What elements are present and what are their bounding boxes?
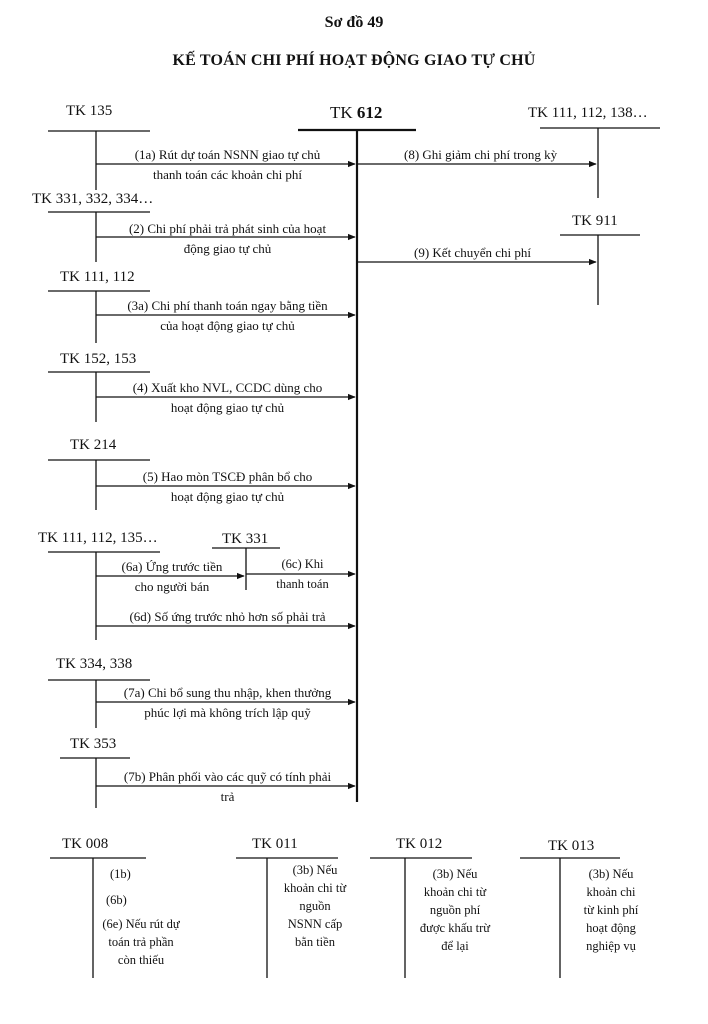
entry-7b-line2: trả bbox=[220, 789, 235, 804]
tk011-note-line4: NSNN cấp bbox=[287, 917, 343, 931]
account-tk214: TK 214 bbox=[70, 437, 117, 453]
tk011-note-line3: nguồn bbox=[299, 899, 331, 913]
tk012-note-line4: được khấu trừ bbox=[419, 921, 491, 935]
tk013-note-line1: (3b) Nếu bbox=[588, 867, 634, 881]
account-tk353: TK 353 bbox=[70, 736, 117, 752]
tk008-note-6e-line3: còn thiếu bbox=[117, 953, 165, 967]
entry-9: (9) Kết chuyển chi phí bbox=[414, 245, 531, 260]
account-tk135: TK 135 bbox=[66, 103, 113, 119]
account-tk152-153: TK 152, 153 bbox=[60, 351, 137, 367]
account-tk008: TK 008 bbox=[62, 836, 109, 852]
tk008-note-6e-line2: toán trả phần bbox=[108, 935, 174, 949]
account-tk013: TK 013 bbox=[548, 838, 595, 854]
entry-1a-line1: (1a) Rút dự toán NSNN giao tự chủ bbox=[134, 147, 321, 162]
tk008-note-6b: (6b) bbox=[106, 893, 127, 907]
account-tk612: TK 612 bbox=[330, 104, 382, 121]
account-tk111-112: TK 111, 112 bbox=[60, 269, 135, 285]
entry-8: (8) Ghi giảm chi phí trong kỳ bbox=[404, 147, 558, 162]
entry-3a-line2: của hoạt động giao tự chủ bbox=[160, 318, 295, 333]
entry-6c-line2: thanh toán bbox=[276, 577, 329, 591]
entry-4-line1: (4) Xuất kho NVL, CCDC dùng cho bbox=[132, 380, 323, 395]
entry-5-line1: (5) Hao mòn TSCĐ phân bổ cho bbox=[142, 469, 313, 484]
entry-7a-line1: (7a) Chi bổ sung thu nhập, khen thưởng bbox=[123, 685, 332, 700]
tk011-note-line1: (3b) Nếu bbox=[292, 863, 338, 877]
tk012-note-line2: khoản chi từ bbox=[423, 885, 487, 899]
entry-3a-line1: (3a) Chi phí thanh toán ngay bằng tiền bbox=[127, 298, 328, 313]
entry-6a-line1: (6a) Ứng trước tiền bbox=[121, 559, 223, 574]
entry-6c-line1: (6c) Khi bbox=[281, 557, 324, 571]
tk008-note-1b: (1b) bbox=[110, 867, 131, 881]
account-tk011: TK 011 bbox=[252, 836, 298, 852]
account-tk012: TK 012 bbox=[396, 836, 443, 852]
account-tk334-338: TK 334, 338 bbox=[56, 656, 133, 672]
entry-2-line2: động giao tự chủ bbox=[183, 241, 272, 256]
tk013-note-line3: từ kinh phí bbox=[583, 903, 639, 917]
entry-2-line1: (2) Chi phí phải trả phát sinh của hoạt bbox=[128, 221, 327, 236]
tk012-note-line5: để lại bbox=[441, 939, 469, 953]
diagram-number: Sơ đồ 49 bbox=[324, 14, 384, 31]
diagram-title: KẾ TOÁN CHI PHÍ HOẠT ĐỘNG GIAO TỰ CHỦ bbox=[172, 52, 536, 69]
entry-7a-line2: phúc lợi mà không trích lập quỹ bbox=[144, 705, 311, 720]
account-tk911: TK 911 bbox=[572, 213, 618, 229]
entry-1a-line2: thanh toán các khoản chi phí bbox=[152, 167, 303, 182]
entry-7b-line1: (7b) Phân phối vào các quỹ có tính phải bbox=[123, 769, 332, 784]
entry-6a-line2: cho người bán bbox=[134, 579, 210, 594]
tk011-note-line5: bằn tiền bbox=[295, 935, 335, 949]
account-tk111-112-138: TK 111, 112, 138… bbox=[528, 105, 648, 121]
entry-6d: (6d) Số ứng trước nhỏ hơn số phải trả bbox=[129, 609, 326, 624]
tk012-note-line1: (3b) Nếu bbox=[432, 867, 478, 881]
account-tk331: TK 331 bbox=[222, 531, 269, 547]
account-tk612-prefix: TK bbox=[330, 103, 353, 122]
tk013-note-line5: nghiệp vụ bbox=[586, 939, 636, 953]
account-tk612-number: 612 bbox=[356, 103, 383, 122]
tk008-note-6e-line1: (6e) Nếu rút dự bbox=[102, 917, 180, 931]
account-tk111-112-135: TK 111, 112, 135… bbox=[38, 530, 158, 546]
tk012-note-line3: nguồn phí bbox=[429, 903, 481, 917]
tk013-note-line4: hoạt động bbox=[586, 921, 636, 935]
entry-4-line2: hoạt động giao tự chủ bbox=[170, 400, 285, 415]
tk013-note-line2: khoản chi bbox=[586, 885, 636, 899]
account-tk331-332-334: TK 331, 332, 334… bbox=[32, 191, 154, 207]
tk011-note-line2: khoản chi từ bbox=[283, 881, 347, 895]
entry-5-line2: hoạt động giao tự chủ bbox=[170, 489, 285, 504]
